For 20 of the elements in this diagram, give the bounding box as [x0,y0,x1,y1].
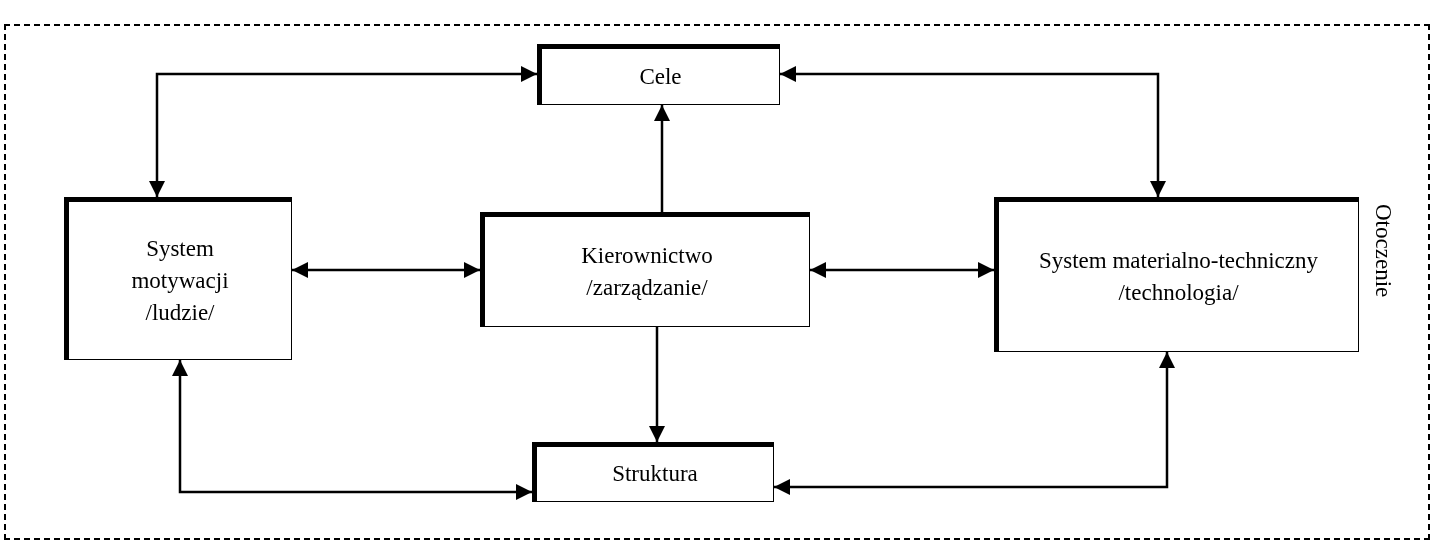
process-box [994,197,1359,352]
arrow [810,262,994,278]
frame-label: Otoczenie [1372,204,1395,298]
arrow [172,360,532,500]
process-box [480,212,810,327]
arrow [774,352,1175,495]
arrow [149,66,537,197]
box-label: Kierownictwo /zarządzanie/ [580,241,714,302]
arrow [780,66,1166,197]
arrow [649,327,665,442]
arrow [654,105,670,212]
environment-frame [4,24,1430,540]
process-box [532,442,774,502]
process-box [537,44,780,105]
box-label: System motywacji /ludzie/ [130,234,230,327]
box-label: Cele [639,62,682,91]
arrow [292,262,480,278]
box-label: Struktura [612,460,698,488]
process-box [64,197,292,360]
box-label: System materialno-techniczny /technologia/ [1037,246,1320,307]
